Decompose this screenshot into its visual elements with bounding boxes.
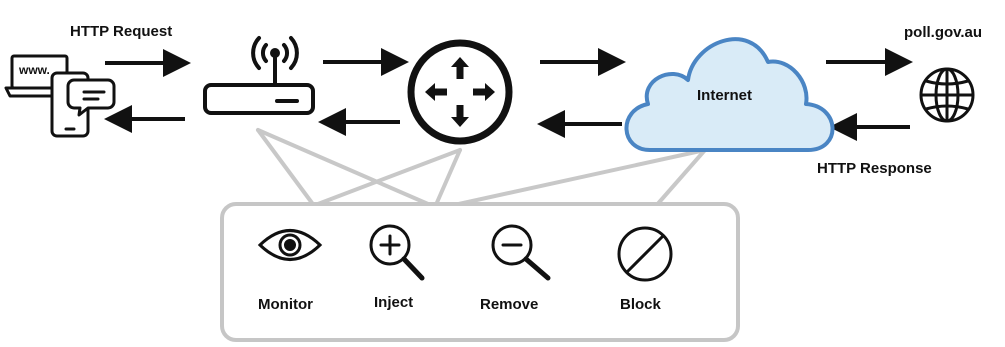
plus-magnifier-icon <box>369 224 425 281</box>
action-label-remove: Remove <box>480 296 539 313</box>
core-router-icon <box>407 39 513 145</box>
action-label-monitor: Monitor <box>258 296 313 313</box>
connector-lines <box>256 128 707 209</box>
internet-cloud-icon <box>624 37 835 152</box>
http-request-label: HTTP Request <box>70 23 173 40</box>
wifi-router-icon <box>203 36 315 115</box>
client-devices-icon <box>4 54 116 138</box>
block-icon <box>617 226 673 282</box>
action-label-inject: Inject <box>374 294 414 311</box>
globe-icon <box>919 67 975 123</box>
action-panel <box>220 202 740 342</box>
www-label: www. <box>19 63 50 77</box>
eye-icon <box>257 229 323 261</box>
action-label-block: Block <box>620 296 661 313</box>
minus-magnifier-icon <box>491 224 551 281</box>
http-response-label: HTTP Response <box>817 160 932 177</box>
response-arrows <box>104 105 910 141</box>
destination-label: poll.gov.au <box>904 24 983 41</box>
internet-label: Internet <box>697 87 753 104</box>
request-arrows <box>105 48 913 77</box>
